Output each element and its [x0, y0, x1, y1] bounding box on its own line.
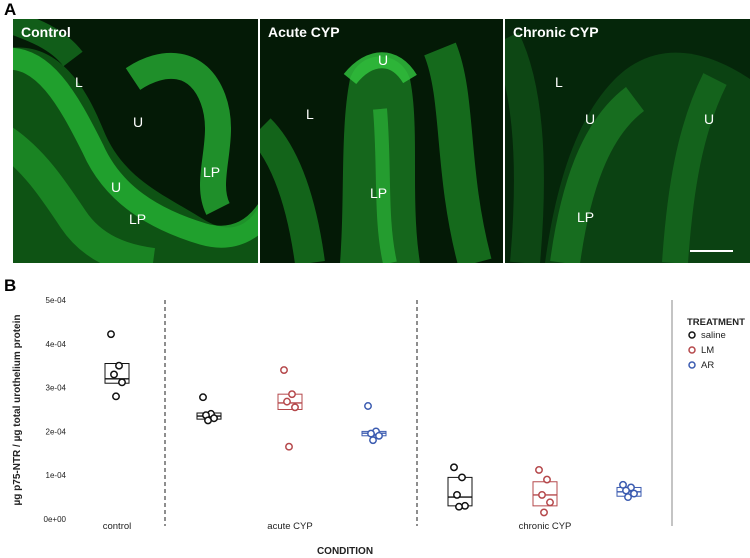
tissue-label: L — [306, 106, 314, 122]
data-point — [375, 431, 383, 440]
data-point — [455, 502, 463, 511]
data-point — [543, 475, 551, 484]
micrograph-title-acute: Acute CYP — [268, 24, 340, 40]
tissue-label: LP — [203, 164, 221, 180]
micrograph-title-control: Control — [21, 24, 71, 40]
x-tick-label: control — [103, 521, 132, 532]
data-point — [288, 390, 296, 399]
data-point — [204, 416, 212, 425]
tissue-label: U — [704, 111, 715, 127]
legend-label: LM — [701, 345, 714, 356]
data-point — [367, 429, 375, 438]
y-tick-label: 4e-04 — [46, 340, 67, 349]
data-points — [107, 330, 638, 517]
data-point — [283, 397, 291, 406]
micrograph-chronic: Chronic CYP L U U LP — [505, 19, 750, 263]
tissue-label: LP — [129, 211, 147, 227]
data-point — [458, 473, 466, 482]
data-point — [624, 493, 632, 502]
legend-label: AR — [701, 360, 714, 371]
condition-separators — [164, 300, 418, 526]
y-tick-label: 1e-04 — [46, 471, 67, 480]
data-point — [546, 498, 554, 507]
panel-a-letter: A — [4, 0, 17, 19]
data-point — [107, 330, 115, 339]
micrograph-control: Control L U LP U LP — [13, 19, 258, 263]
data-point — [540, 508, 548, 517]
tissue-label: U — [378, 52, 389, 68]
x-tick-label: acute CYP — [267, 521, 312, 532]
fluorescence-image-chronic — [505, 19, 750, 263]
data-point — [450, 463, 458, 472]
panel-b-letter: B — [4, 276, 17, 295]
data-point — [285, 442, 293, 451]
data-point — [110, 370, 118, 379]
data-point — [118, 378, 126, 387]
tissue-label: L — [75, 74, 83, 90]
data-point — [115, 361, 123, 370]
data-point — [630, 489, 638, 498]
tissue-label: U — [585, 111, 596, 127]
legend-title: TREATMENT — [687, 317, 745, 328]
y-tick-label: 2e-04 — [46, 427, 67, 436]
legend-marker — [688, 346, 696, 354]
tissue-label: U — [111, 179, 122, 195]
tissue-label: U — [133, 114, 144, 130]
tissue-label: LP — [577, 209, 595, 225]
data-point — [535, 465, 543, 474]
legend-marker — [688, 331, 696, 339]
data-point — [199, 393, 207, 402]
data-point — [369, 436, 377, 445]
data-point — [364, 402, 372, 410]
y-axis: 0e+00 1e-04 2e-04 3e-04 4e-04 5e-04 — [44, 296, 67, 524]
tissue-label: L — [555, 74, 563, 90]
y-tick-label: 5e-04 — [46, 296, 67, 305]
y-tick-label: 0e+00 — [44, 515, 67, 524]
data-point — [112, 392, 120, 401]
y-tick-label: 3e-04 — [46, 384, 67, 393]
data-point — [291, 403, 299, 412]
data-point — [453, 490, 461, 499]
data-point — [622, 486, 630, 495]
data-point — [280, 366, 288, 375]
tissue-label: LP — [370, 185, 388, 201]
micrograph-title-chronic: Chronic CYP — [513, 24, 599, 40]
x-axis-label: CONDITION — [317, 546, 373, 557]
fluorescence-image-acute — [260, 19, 503, 263]
x-tick-label: chronic CYP — [519, 521, 572, 532]
y-axis-label: µg p75-NTR / µg total urothelium protein — [12, 315, 23, 506]
micrograph-row: Control L U LP U LP Acute CYP U L LP C — [13, 19, 750, 263]
legend-label: saline — [701, 330, 726, 341]
micrograph-acute: Acute CYP U L LP — [260, 19, 503, 263]
data-point — [538, 490, 546, 499]
x-axis: control acute CYP chronic CYP — [103, 521, 572, 532]
legend-marker — [688, 361, 696, 369]
fluorescence-image-control — [13, 19, 258, 263]
boxplot-box — [447, 476, 473, 507]
p75-ntr-chart: 0e+00 1e-04 2e-04 3e-04 4e-04 5e-04 control ac… — [12, 296, 745, 557]
